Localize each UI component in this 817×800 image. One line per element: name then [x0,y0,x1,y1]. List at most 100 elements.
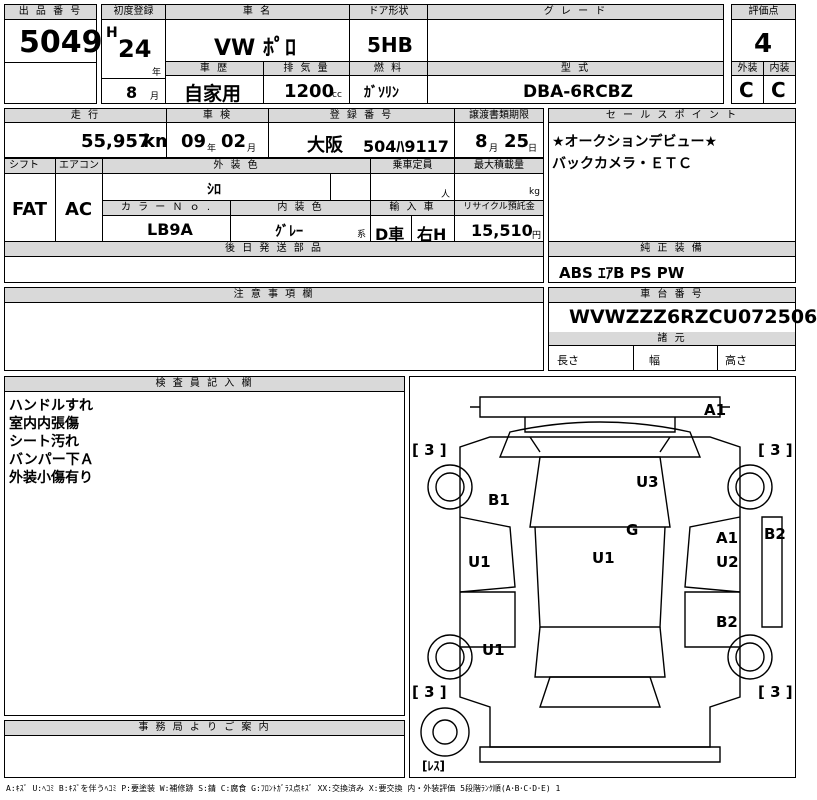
displacement-unit: cc [332,90,342,100]
registration-number: 504ﾊ9117 [363,137,449,156]
mark-b2-right: B2 [764,525,786,543]
genuine-equipment-label: 純 正 装 備 [549,242,795,257]
max-load-box: 最大積載量 kg [454,158,544,201]
inspector-note-5: 外装小傷有り [9,470,93,486]
inspection-box: 車 検 09 年 02 月 [166,108,269,158]
mark-u1-left: U1 [468,553,491,571]
transfer-month: 8 [475,131,488,152]
interior-color-label: 内 装 色 [231,201,370,216]
year-unit: 年 [152,68,162,78]
spec-width-label: 幅 [649,354,660,367]
import-type: D車 [375,225,405,244]
shift-label: シフト [5,159,55,174]
genuine-equipment: ABS ｴｱB PS PW [559,264,685,282]
inspector-note-4: バンパー下Ａ [9,452,94,468]
legend-text: A:ｷｽﾞ U:ﾍｺﾐ B:ｷｽﾞを伴うﾍｺﾐ P:要塗装 W:補修跡 S:錆 … [6,784,561,793]
exterior-color-label: 外 装 色 [103,159,370,174]
tire-rear-right-score: [ 3 ] [758,683,793,701]
car-name-box: 車 名 VW ﾎﾟﾛ [165,4,350,62]
ac-type: AC [65,199,93,220]
model-code: DBA-6RCBZ [523,82,633,102]
mark-a1-right: A1 [716,529,739,547]
door-type: 5HB [367,33,413,57]
specs-label: 諸 元 [549,332,795,346]
capacity-box: 乗車定員 人 [370,158,455,201]
registration-number-box: 登 録 番 号 大阪 504ﾊ9117 [268,108,455,158]
score-label: 評価点 [732,5,795,20]
exterior-color-box: 外 装 色 ｼﾛ [102,158,371,201]
import-label: 輸 入 車 [371,201,454,216]
sales-point-label: セ ー ル ス ポ イ ン ト [549,109,795,123]
mark-u1-lower: U1 [482,641,505,659]
inspection-month: 02 [221,131,247,152]
era: H [106,25,118,41]
inspector-note-1: ハンドルすれ [9,398,93,414]
transfer-day-unit: 日 [528,144,538,154]
capacity-unit: 人 [441,190,451,200]
mark-b2-lower: B2 [716,613,738,631]
color-number-box: カ ラ ー Ｎ ｏ . LB9A [102,200,231,242]
mark-u1-center: U1 [592,549,615,567]
history-label: 車 歴 [166,62,263,76]
inspection-year-unit: 年 [207,144,217,154]
exterior-color: ｼﾛ [207,182,221,198]
door-box: ドア形状 5HB [349,4,428,62]
inspector-note-2: 室内内張傷 [9,416,79,432]
spare-tire-mark: [ﾚｽ] [422,759,445,773]
model-code-box: 型 式 DBA-6RCBZ [427,61,724,104]
history-box: 車 歴 自家用 [165,61,264,105]
shift-type: FAT [12,199,48,220]
notes-box: 注 意 事 項 欄 [4,287,544,371]
registration-year: 24 [118,35,152,63]
fuel-label: 燃 料 [350,62,427,76]
registration-month: 8 [126,83,138,102]
shift-box: シフト FAT [4,158,56,242]
lot-number-label: 出 品 番 号 [5,5,96,20]
transfer-deadline-label: 譲渡書類期限 [455,109,543,123]
fuel-box: 燃 料 ｶﾞｿﾘﾝ [349,61,428,104]
sales-point-line-1: ★オークションデビュー★ [552,134,718,150]
max-load-unit: kg [529,187,540,197]
later-parts-label: 後 日 発 送 部 品 [5,242,543,257]
car-name-label: 車 名 [166,5,349,20]
recycle-label: リサイクル預託金 [455,201,543,216]
interior-grade-label: 内装 [764,62,795,76]
interior-grade-box: 内装 C [763,61,796,104]
inspector-notes-box: 検 査 員 記 入 欄 ハンドルすれ 室内内張傷 シート汚れ バンパー下Ａ 外装… [4,376,405,716]
mileage: 55,957 [81,131,151,152]
later-parts-box: 後 日 発 送 部 品 [4,241,544,283]
office-notice-label: 事 務 局 よ り ご 案 内 [5,721,404,736]
car-diagram [420,396,783,763]
model-code-label: 型 式 [428,62,723,76]
mark-a1-top: A1 [704,401,727,419]
tire-front-right-score: [ 3 ] [758,441,793,459]
mark-u2-right: U2 [716,553,739,571]
import-box: 輸 入 車 D車 右H [370,200,455,244]
color-number-label: カ ラ ー Ｎ ｏ . [103,201,230,216]
spec-height-label: 高さ [725,354,747,367]
recycle-fee: 15,510 [471,221,533,240]
fuel-type: ｶﾞｿﾘﾝ [364,85,399,101]
grade-box: グ レ ー ド [427,4,724,62]
recycle-box: リサイクル預託金 15,510 円 [454,200,544,242]
transfer-month-unit: 月 [489,144,499,154]
chassis-number: WVWZZZ6RZCU072506 [569,306,817,328]
interior-grade: C [771,78,786,102]
displacement-label: 排 気 量 [264,62,349,76]
tire-rear-left-score: [ 3 ] [412,683,447,701]
month-unit: 月 [150,92,160,102]
mark-b1: B1 [488,491,510,509]
inspection-month-unit: 月 [247,144,257,154]
sales-point-line-2: バックカメラ・ＥＴＣ [552,156,692,172]
max-load-label: 最大積載量 [455,159,543,174]
mileage-label: 走 行 [5,109,166,123]
mark-u3: U3 [636,473,659,491]
transfer-deadline-box: 譲渡書類期限 8 月 25 日 [454,108,544,158]
mark-g: G [626,521,639,539]
tire-front-left-score: [ 3 ] [412,441,447,459]
registration-area: 大阪 [307,135,343,156]
first-registration-label: 初度登録 [102,5,165,20]
color-number: LB9A [147,220,193,239]
ac-label: エアコン [56,159,102,174]
interior-color-box: 内 装 色 ｸﾞﾚｰ 系 [230,200,371,242]
